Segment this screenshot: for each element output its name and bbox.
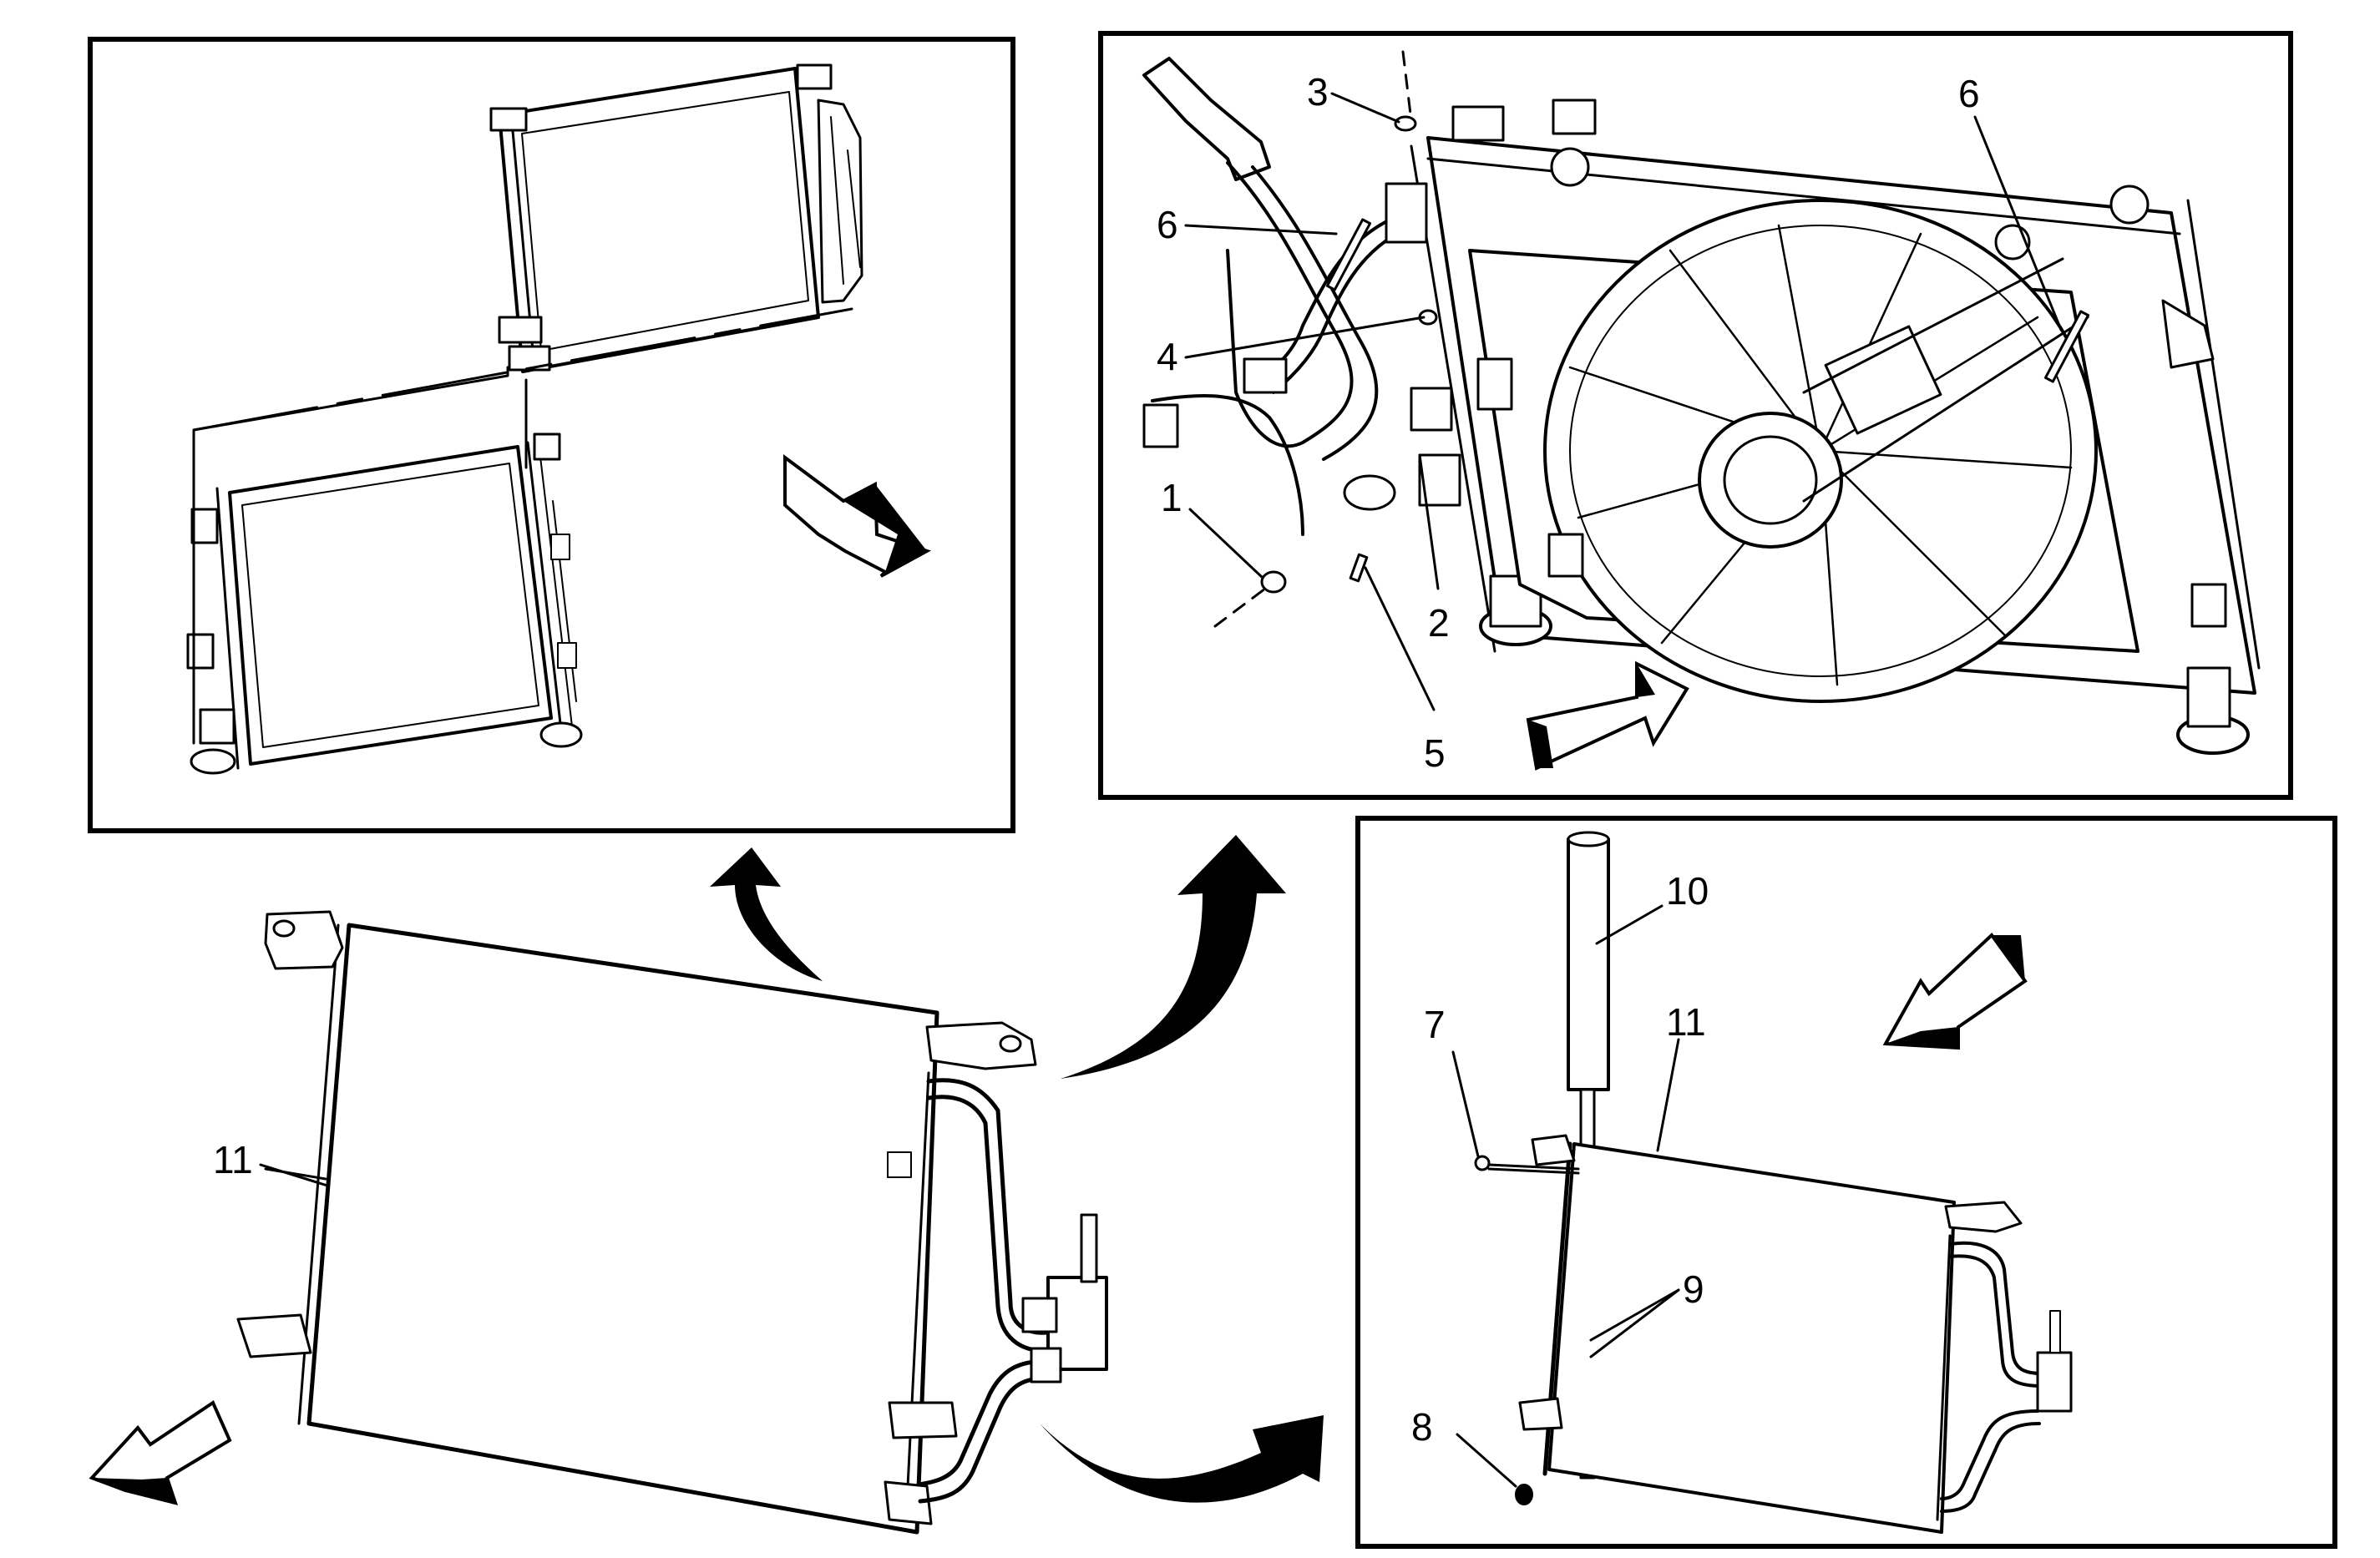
radiator-upper-illustration [489, 63, 863, 373]
alignment-lines [192, 307, 853, 745]
panel-condenser-removal: 10 7 11 9 8 [1355, 816, 2337, 1549]
curved-pointer-arrow-icon [1061, 835, 1286, 1079]
radiator-lower-illustration [186, 432, 583, 775]
callout-11-detail: 11 [1666, 1000, 1706, 1044]
fastener-illustration [1213, 50, 2090, 628]
panel-radiator-condenser-alignment [88, 37, 1015, 833]
callout-7: 7 [1424, 1003, 1446, 1046]
front-direction-arrow-icon [89, 1400, 232, 1505]
callout-2: 2 [1428, 601, 1450, 645]
bolt-8 [1515, 1484, 1533, 1505]
callout-8: 8 [1411, 1405, 1433, 1449]
condenser-main-illustration [236, 910, 1108, 1535]
front-direction-arrow-icon [1882, 932, 2028, 1050]
front-direction-arrow-icon [1526, 660, 1689, 771]
fan-shroud-illustration [1468, 199, 2139, 703]
condenser-detail-illustration [1518, 1134, 2073, 1534]
callout-9: 9 [1683, 1267, 1704, 1311]
curved-pointer-arrow-icon [1040, 1415, 1324, 1503]
front-direction-arrow-icon [783, 454, 931, 578]
bolt-7 [1474, 1155, 1491, 1171]
panel-fan-shroud-mounting: 3 6 4 1 2 5 6 [1098, 31, 2293, 800]
callout-11-main: 11 [213, 1138, 253, 1181]
leader-lines-top-right [1184, 92, 2063, 711]
callout-4: 4 [1157, 335, 1178, 378]
callout-1: 1 [1161, 476, 1182, 519]
callout-6-right: 6 [1958, 72, 1980, 115]
callout-10: 10 [1666, 869, 1709, 913]
ac-line-illustration [1142, 57, 1461, 536]
callout-5: 5 [1424, 731, 1446, 775]
curved-pointer-arrow-icon [710, 847, 823, 981]
callout-3: 3 [1307, 70, 1329, 114]
leader-11-main [259, 1163, 329, 1187]
callout-6-left: 6 [1157, 203, 1178, 246]
leader-lines-bottom-right [1451, 904, 1680, 1488]
